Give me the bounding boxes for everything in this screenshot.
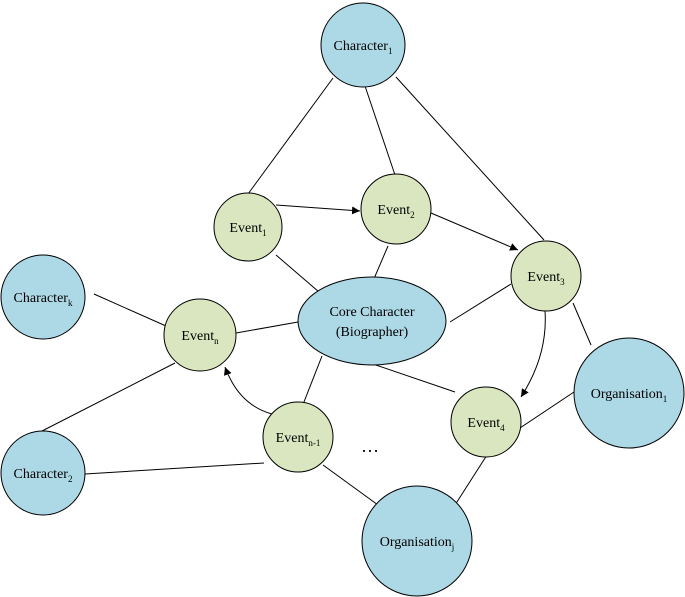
edge-core-event4 bbox=[369, 362, 456, 393]
edge-event1-core bbox=[275, 254, 320, 293]
svg-text:Character1: Character1 bbox=[334, 39, 393, 56]
node-event-n[interactable]: Eventn bbox=[163, 298, 237, 372]
event-n-label: Event bbox=[181, 329, 214, 344]
event-3-sub: 3 bbox=[560, 277, 565, 287]
event-n-minus-1-sub: n-1 bbox=[308, 438, 320, 448]
edge-eventn-1-organisationj bbox=[322, 464, 379, 506]
edge-character2-eventn-1 bbox=[84, 462, 265, 475]
node-event-n-minus-1[interactable]: Eventn-1 bbox=[262, 401, 334, 473]
svg-text:Eventn: Eventn bbox=[181, 329, 219, 346]
svg-text:Eventn-1: Eventn-1 bbox=[276, 431, 321, 448]
edge-character1-event3 bbox=[395, 76, 545, 241]
event-n-minus-1-label: Event bbox=[276, 431, 309, 446]
edge-event4-organisationj bbox=[454, 454, 488, 506]
node-event-1[interactable]: Event1 bbox=[213, 192, 283, 262]
node-event-3[interactable]: Event3 bbox=[510, 240, 582, 312]
svg-text:Event2: Event2 bbox=[377, 203, 414, 220]
svg-text:Organisation1: Organisation1 bbox=[591, 387, 668, 404]
arrow-event3-event4 bbox=[520, 310, 546, 398]
character-2-sub: 2 bbox=[68, 474, 73, 484]
svg-text:Characterk: Characterk bbox=[14, 291, 73, 308]
edge-character1-event1 bbox=[247, 77, 334, 195]
node-event-2[interactable]: Event2 bbox=[360, 173, 432, 245]
node-organisation-1[interactable]: Organisation1 bbox=[573, 337, 685, 449]
event-1-sub: 1 bbox=[262, 228, 267, 238]
event-1-label: Event bbox=[229, 221, 262, 236]
event-3-label: Event bbox=[527, 270, 560, 285]
event-4-label: Event bbox=[467, 416, 500, 431]
arrow-event1-event2 bbox=[275, 204, 361, 215]
character-k-sub: k bbox=[68, 298, 73, 308]
node-character-2[interactable]: Character2 bbox=[0, 430, 86, 516]
organisation-1-sub: 1 bbox=[663, 394, 668, 404]
edges bbox=[41, 76, 592, 506]
svg-text:Event3: Event3 bbox=[527, 270, 565, 287]
node-event-4[interactable]: Event4 bbox=[450, 386, 522, 458]
svg-text:Event4: Event4 bbox=[467, 416, 505, 433]
event-2-label: Event bbox=[377, 203, 410, 218]
character-2-label: Character bbox=[14, 467, 69, 482]
event-4-sub: 4 bbox=[500, 423, 505, 433]
edge-eventn-core bbox=[235, 321, 299, 334]
organisation-j-label: Organisation bbox=[380, 535, 452, 550]
organisation-j-sub: j bbox=[451, 542, 455, 552]
ellipsis: … bbox=[361, 436, 379, 456]
core-line-2: (Biographer) bbox=[336, 325, 409, 340]
node-core-character[interactable]: Core Character (Biographer) bbox=[297, 276, 447, 366]
event-n-sub: n bbox=[214, 336, 219, 346]
directed-edges bbox=[224, 204, 546, 415]
character-1-sub: 1 bbox=[388, 46, 393, 56]
arrow-eventn-1-eventn bbox=[224, 366, 273, 415]
node-organisation-j[interactable]: Organisationj bbox=[361, 485, 473, 597]
organisation-1-label: Organisation bbox=[591, 387, 663, 402]
edge-event3-core bbox=[449, 283, 512, 323]
node-character-k[interactable]: Characterk bbox=[0, 254, 86, 340]
svg-text:Character2: Character2 bbox=[14, 467, 73, 484]
svg-text:Event1: Event1 bbox=[229, 221, 266, 238]
edge-eventn-character2 bbox=[41, 362, 176, 432]
svg-text:Organisationj: Organisationj bbox=[380, 535, 455, 552]
edge-event2-core bbox=[372, 245, 389, 282]
edge-character1-event2 bbox=[364, 85, 396, 176]
event-2-sub: 2 bbox=[410, 210, 415, 220]
character-k-label: Character bbox=[14, 291, 69, 306]
edge-core-eventn-1 bbox=[301, 355, 323, 408]
arrow-event2-event3 bbox=[430, 212, 519, 251]
edge-charactk-eventn bbox=[93, 293, 167, 327]
character-1-label: Character bbox=[334, 39, 389, 54]
edge-event3-organisation1 bbox=[572, 302, 592, 346]
node-character-1[interactable]: Character1 bbox=[320, 2, 406, 88]
core-line-1: Core Character bbox=[329, 305, 414, 320]
